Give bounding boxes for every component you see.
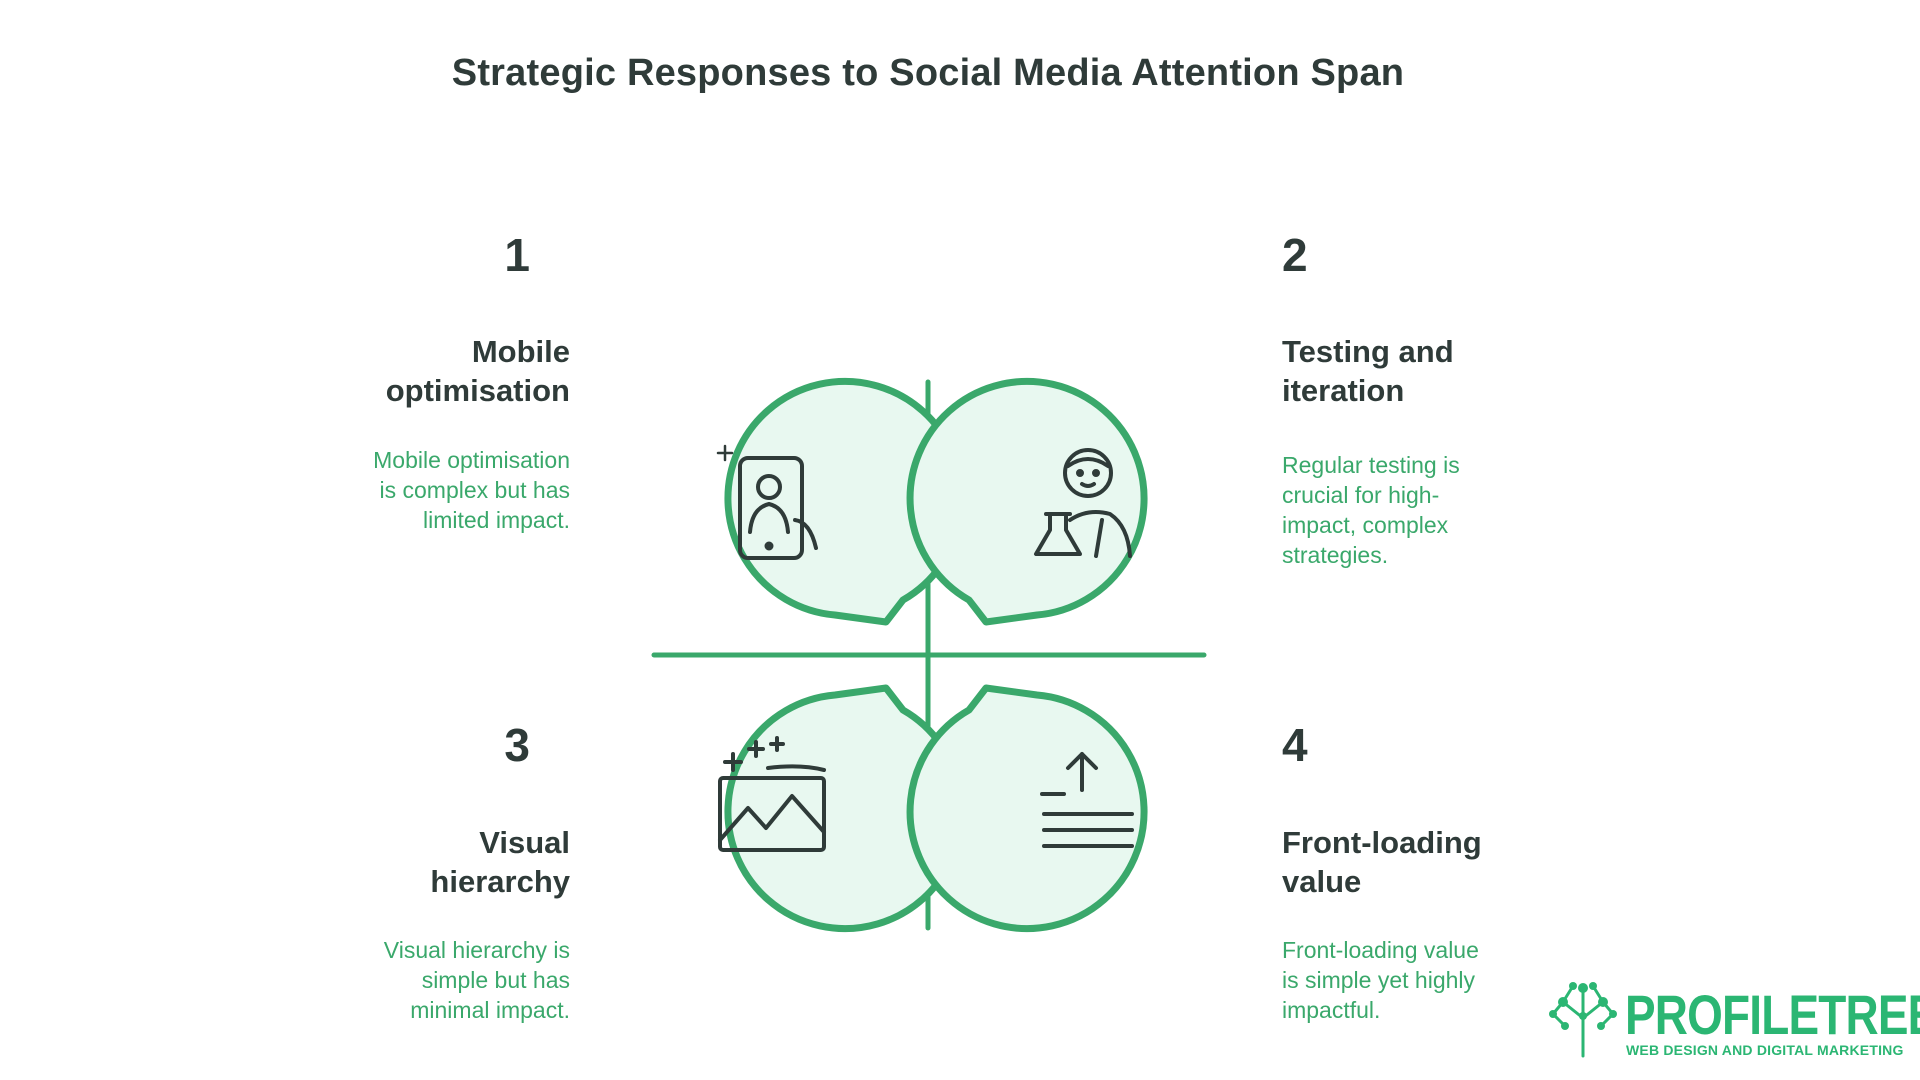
item-3-heading: Visual hierarchy — [310, 823, 570, 901]
item-2-desc-line3: impact, complex — [1282, 512, 1449, 538]
item-1-number: 1 — [504, 229, 530, 281]
item-4-heading: Front-loading value — [1282, 823, 1542, 901]
item-3-heading-line2: hierarchy — [430, 864, 570, 899]
item-1-description: Mobile optimisation is complex but has l… — [345, 445, 570, 535]
item-3-description: Visual hierarchy is simple but has minim… — [345, 935, 570, 1025]
item-2-desc-line4: strategies. — [1282, 542, 1389, 568]
upload-lines-icon — [1040, 752, 1134, 848]
item-2-heading-line2: iteration — [1282, 373, 1405, 408]
item-2-desc-line2: crucial for high- — [1282, 482, 1440, 508]
item-4-desc-line1: Front-loading value — [1282, 937, 1479, 963]
item-1-heading-line2: optimisation — [385, 373, 570, 408]
profiletree-logo: PROFILETREE WEB DESIGN AND DIGITAL MARKE… — [1545, 978, 1920, 1063]
item-4-heading-line1: Front-loading — [1282, 825, 1482, 860]
page-title: Strategic Responses to Social Media Atte… — [451, 52, 1405, 94]
item-2-number: 2 — [1282, 229, 1308, 281]
item-3-desc-line2: simple but has — [421, 967, 570, 993]
item-4-desc-line3: impactful. — [1282, 997, 1381, 1023]
item-4-number: 4 — [1282, 719, 1308, 771]
item-1-heading: Mobile optimisation — [310, 332, 570, 410]
bubble-4 — [906, 684, 1148, 933]
bubble-2 — [906, 377, 1148, 626]
item-2-heading-line1: Testing and — [1282, 334, 1454, 369]
item-1-desc-line1: Mobile optimisation — [373, 447, 570, 473]
item-1-desc-line3: limited impact. — [423, 507, 570, 533]
item-4-heading-line2: value — [1282, 864, 1362, 899]
item-1-desc-line2: is complex but has — [379, 477, 570, 503]
quadrant-diagram — [651, 377, 1207, 933]
image-sparkle-icon — [718, 736, 826, 852]
item-3-heading-line1: Visual — [479, 825, 570, 860]
item-3-number: 3 — [504, 719, 530, 771]
item-4-desc-line2: is simple yet highly — [1282, 967, 1476, 993]
item-1-heading-line1: Mobile — [471, 334, 570, 369]
item-2-description: Regular testing is crucial for high- imp… — [1282, 450, 1507, 570]
item-2-heading: Testing and iteration — [1282, 332, 1542, 410]
mobile-phone-selfie-icon — [716, 444, 818, 560]
logo-name: PROFILETREE — [1625, 983, 1920, 1046]
scientist-flask-icon — [1034, 448, 1132, 558]
tree-network-icon — [1549, 982, 1617, 1058]
item-3-desc-line3: minimal impact. — [410, 997, 570, 1023]
logo-tagline: WEB DESIGN AND DIGITAL MARKETING — [1626, 1042, 1904, 1058]
item-2-desc-line1: Regular testing is — [1282, 452, 1460, 478]
item-4-description: Front-loading value is simple yet highly… — [1282, 935, 1522, 1025]
item-3-desc-line1: Visual hierarchy is — [383, 937, 570, 963]
